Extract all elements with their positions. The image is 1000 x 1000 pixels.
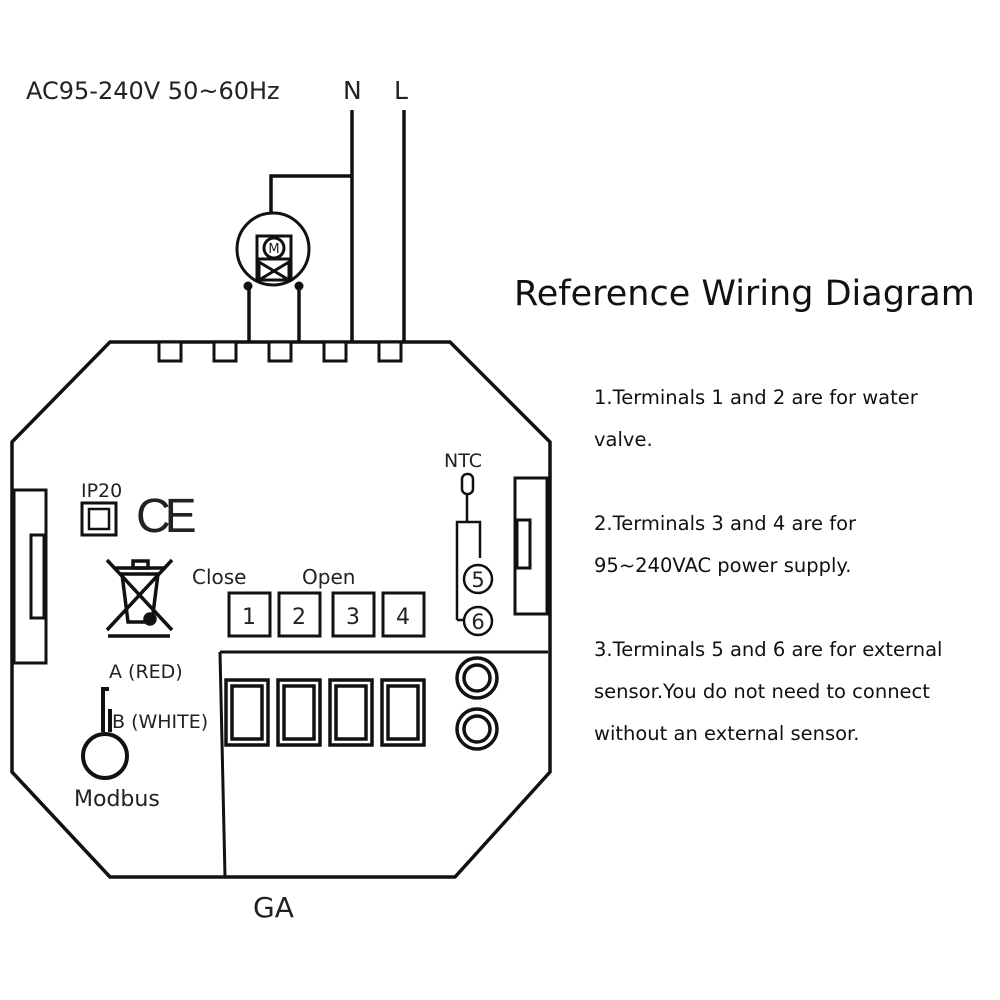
terminal-4 bbox=[381, 591, 426, 638]
note-3: 3.Terminals 5 and 6 are for external sen… bbox=[594, 629, 994, 755]
side-clips bbox=[12, 476, 549, 665]
note-2-line-1: 2.Terminals 3 and 4 are for bbox=[594, 512, 857, 535]
diagram-heading: Reference Wiring Diagram bbox=[514, 274, 975, 314]
open-label: Open bbox=[302, 565, 355, 589]
valve-motor-symbol: M bbox=[268, 242, 279, 257]
ip-rating: IP20 bbox=[81, 480, 122, 502]
valve-motor-icon bbox=[235, 211, 311, 291]
neutral-label: N bbox=[343, 76, 362, 105]
lower-panel bbox=[218, 650, 548, 878]
ce-mark: CE bbox=[136, 490, 195, 543]
close-label: Close bbox=[192, 565, 246, 589]
terminal-1 bbox=[227, 591, 272, 638]
terminal-5 bbox=[462, 563, 494, 595]
crossed-bin-icon bbox=[105, 558, 174, 638]
note-3-line-3: without an external sensor. bbox=[594, 722, 860, 745]
terminal-2 bbox=[277, 591, 322, 638]
terminal-block bbox=[227, 591, 426, 638]
ntc-label: NTC bbox=[444, 450, 482, 472]
note-1: 1.Terminals 1 and 2 are for water valve. bbox=[594, 377, 994, 461]
modbus-b-label: B (WHITE) bbox=[112, 711, 208, 733]
terminal-3-label: 3 bbox=[346, 605, 360, 630]
note-3-line-2: sensor.You do not need to connect bbox=[594, 680, 930, 703]
modbus-a-label: A (RED) bbox=[109, 661, 183, 683]
note-1-line-1: 1.Terminals 1 and 2 are for water bbox=[594, 386, 918, 409]
modbus-label: Modbus bbox=[74, 787, 160, 812]
supply-rating: AC95-240V 50~60Hz bbox=[26, 77, 280, 105]
line-label: L bbox=[394, 76, 408, 105]
terminal-5-label: 5 bbox=[471, 568, 484, 592]
model-label: GA bbox=[253, 891, 294, 924]
terminal-6 bbox=[462, 605, 494, 637]
note-2: 2.Terminals 3 and 4 are for 95~240VAC po… bbox=[594, 503, 994, 587]
terminal-3 bbox=[331, 591, 376, 638]
terminal-6-label: 6 bbox=[471, 610, 484, 634]
terminal-1-label: 1 bbox=[242, 605, 256, 630]
valve-supply-wire bbox=[269, 174, 352, 214]
notes-list: 1.Terminals 1 and 2 are for water valve.… bbox=[594, 377, 994, 755]
sensor-screws bbox=[455, 656, 499, 751]
terminal-4-label: 4 bbox=[396, 605, 410, 630]
note-2-line-2: 95~240VAC power supply. bbox=[594, 554, 852, 577]
top-tabs bbox=[157, 340, 403, 363]
note-1-line-2: valve. bbox=[594, 428, 653, 451]
terminal-2-label: 2 bbox=[292, 605, 306, 630]
ntc-sensor-icon bbox=[455, 472, 482, 622]
ip-box-icon bbox=[80, 501, 118, 537]
note-3-line-1: 3.Terminals 5 and 6 are for external bbox=[594, 638, 943, 661]
screw-slots bbox=[224, 678, 426, 747]
modbus-connector-icon bbox=[81, 687, 129, 780]
